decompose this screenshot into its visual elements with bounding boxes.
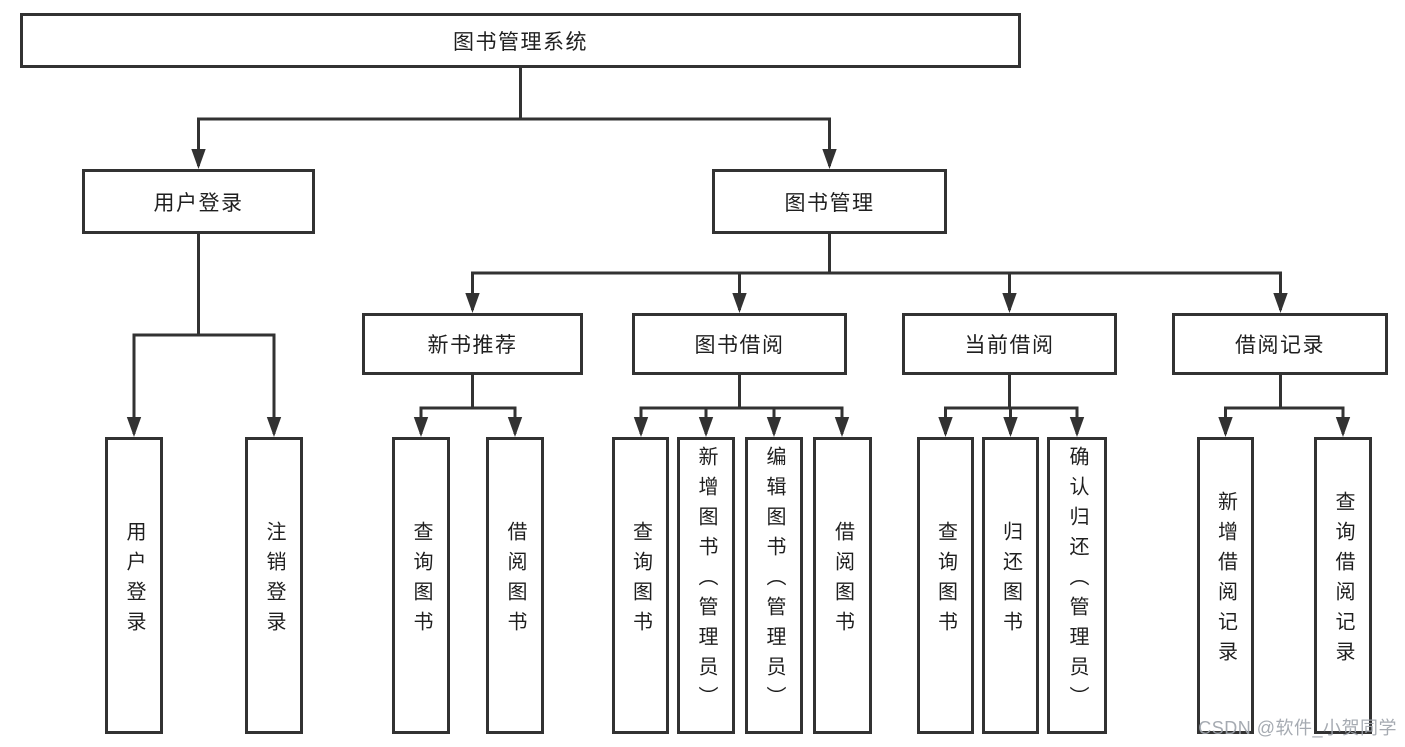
node-book-borrowing: 图书借阅 (632, 313, 847, 375)
node-user-login: 用户登录 (82, 169, 315, 234)
arrow-down-icon (266, 417, 282, 437)
node-label: 图书管理 (784, 191, 875, 215)
arrow-down-icon (191, 149, 206, 169)
node-label: 用户登录 (153, 191, 244, 215)
csdn-watermark: CSDN @软件_小贺同学 (1198, 718, 1397, 738)
node-leaf-borrow-books-borrowing: 借阅图书 (813, 437, 872, 734)
node-leaf-query-books-borrowing: 查询图书 (612, 437, 669, 734)
node-label: 新增图书（管理员） (695, 445, 717, 716)
node-label: 确认归还（管理员） (1066, 445, 1088, 716)
node-new-book-recommend: 新书推荐 (362, 313, 583, 375)
arrow-down-icon (413, 417, 429, 437)
node-label: 查询图书 (629, 520, 652, 641)
node-label: 新书推荐 (427, 334, 518, 357)
node-borrow-records: 借阅记录 (1172, 313, 1388, 375)
arrow-down-icon (698, 417, 714, 437)
node-leaf-user-login: 用户登录 (105, 437, 163, 734)
connector-new-book-children (419, 373, 517, 434)
node-label: 当前借阅 (964, 334, 1055, 357)
arrow-down-icon (1069, 417, 1085, 437)
connector-root-to-level1 (197, 66, 831, 166)
node-leaf-return-books: 归还图书 (982, 437, 1039, 734)
node-label: 查询图书 (934, 520, 957, 641)
arrow-down-icon (834, 417, 850, 437)
connector-records-children (1224, 373, 1345, 434)
arrow-down-icon (633, 417, 649, 437)
node-leaf-query-books-recommend: 查询图书 (392, 437, 450, 734)
arrow-down-icon (938, 417, 953, 437)
node-leaf-query-books-current: 查询图书 (917, 437, 974, 734)
node-label: 借阅图书 (831, 520, 854, 641)
node-book-management: 图书管理 (712, 169, 947, 234)
arrow-down-icon (822, 149, 837, 169)
node-label: 归还图书 (999, 520, 1022, 641)
node-leaf-query-borrow-record: 查询借阅记录 (1314, 437, 1372, 734)
arrow-down-icon (1003, 417, 1018, 437)
node-leaf-add-borrow-record: 新增借阅记录 (1197, 437, 1254, 734)
node-root-library-system: 图书管理系统 (20, 13, 1021, 68)
node-label: 新增借阅记录 (1214, 490, 1237, 671)
node-label: 用户登录 (123, 520, 145, 641)
node-label: 编辑图书（管理员） (763, 445, 785, 716)
arrow-down-icon (1002, 293, 1017, 313)
node-label: 查询图书 (410, 520, 432, 641)
arrow-down-icon (766, 417, 782, 437)
node-label: 查询借阅记录 (1332, 490, 1354, 671)
node-leaf-edit-books-admin: 编辑图书（管理员） (745, 437, 803, 734)
arrow-down-icon (507, 417, 523, 437)
node-label: 注销登录 (263, 520, 285, 641)
node-leaf-logout: 注销登录 (245, 437, 303, 734)
arrow-down-icon (732, 293, 747, 313)
arrowheads (126, 149, 1351, 437)
arrow-down-icon (1273, 293, 1288, 313)
node-label: 借阅图书 (504, 520, 526, 641)
node-label: 图书管理系统 (453, 30, 588, 54)
node-leaf-add-books-admin: 新增图书（管理员） (677, 437, 735, 734)
connector-borrowing-children (639, 373, 844, 434)
node-current-borrowing: 当前借阅 (902, 313, 1117, 375)
arrow-down-icon (1218, 417, 1233, 437)
node-label: 图书借阅 (694, 334, 785, 357)
node-label: 借阅记录 (1235, 334, 1325, 357)
arrow-down-icon (126, 417, 142, 437)
connector-user-login-children (132, 232, 276, 434)
connector-book-mgmt-children (471, 232, 1282, 310)
node-leaf-borrow-books-recommend: 借阅图书 (486, 437, 544, 734)
arrow-down-icon (1335, 417, 1351, 437)
arrow-down-icon (465, 293, 480, 313)
node-leaf-confirm-return-admin: 确认归还（管理员） (1047, 437, 1107, 734)
